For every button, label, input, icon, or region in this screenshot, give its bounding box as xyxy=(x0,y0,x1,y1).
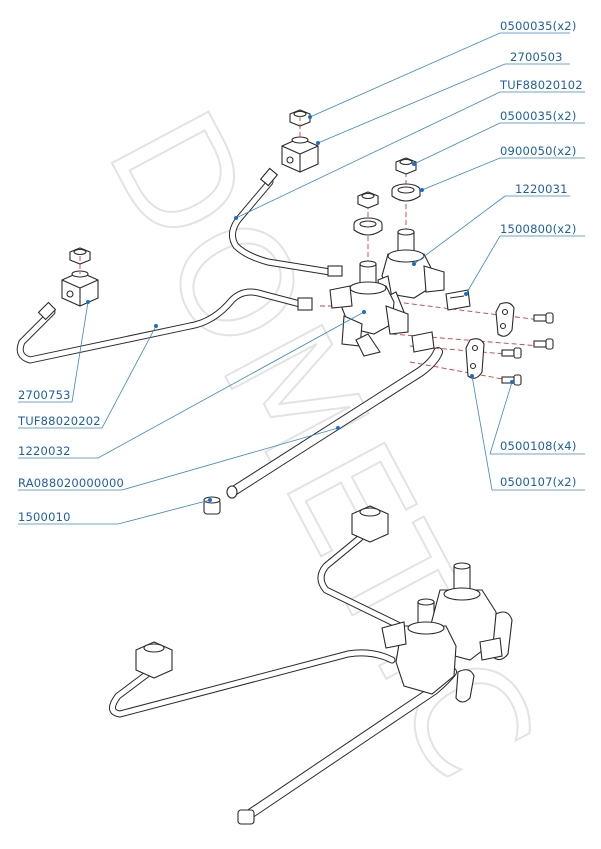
leader-dots xyxy=(86,115,514,502)
valve-nuts-and-seals xyxy=(353,157,421,236)
assembled-view xyxy=(109,505,513,825)
part-label-tuf88020102[interactable]: TUF88020102 xyxy=(500,78,583,92)
part-label-0900050[interactable]: 0900050(x2) xyxy=(500,144,577,158)
part-label-1220032[interactable]: 1220032 xyxy=(18,444,71,458)
part-label-0500108[interactable]: 0500108(x4) xyxy=(500,439,577,453)
connector-block-2700753 xyxy=(61,247,99,307)
part-label-0500035-b[interactable]: 0500035(x2) xyxy=(500,109,577,123)
part-label-tuf88020202[interactable]: TUF88020202 xyxy=(18,414,101,428)
part-label-1220031[interactable]: 1220031 xyxy=(515,182,568,196)
tube-ra088020000000 xyxy=(226,347,443,499)
connector-block-2700503 xyxy=(281,109,319,173)
leader-lines xyxy=(18,32,585,525)
bracket-0500107-b xyxy=(465,338,485,379)
assembly-axes xyxy=(79,116,541,381)
tube-tuf88020102 xyxy=(229,167,343,277)
part-label-0500035-a[interactable]: 0500035(x2) xyxy=(500,19,577,33)
screws-0500108 xyxy=(501,312,554,386)
part-label-ra088020000000[interactable]: RA088020000000 xyxy=(18,476,124,490)
valve-body-1220032 xyxy=(329,260,409,357)
tube-tuf88020202 xyxy=(16,288,313,364)
part-label-2700753[interactable]: 2700753 xyxy=(18,388,71,402)
clips-1500800 xyxy=(411,289,471,353)
part-label-1500800[interactable]: 1500800(x2) xyxy=(500,222,577,236)
bracket-0500107-a xyxy=(495,302,515,337)
sleeve-1500010 xyxy=(203,496,221,515)
part-label-0500107[interactable]: 0500107(x2) xyxy=(500,475,577,489)
part-label-2700503[interactable]: 2700503 xyxy=(510,50,563,64)
part-label-1500010[interactable]: 1500010 xyxy=(18,510,71,524)
